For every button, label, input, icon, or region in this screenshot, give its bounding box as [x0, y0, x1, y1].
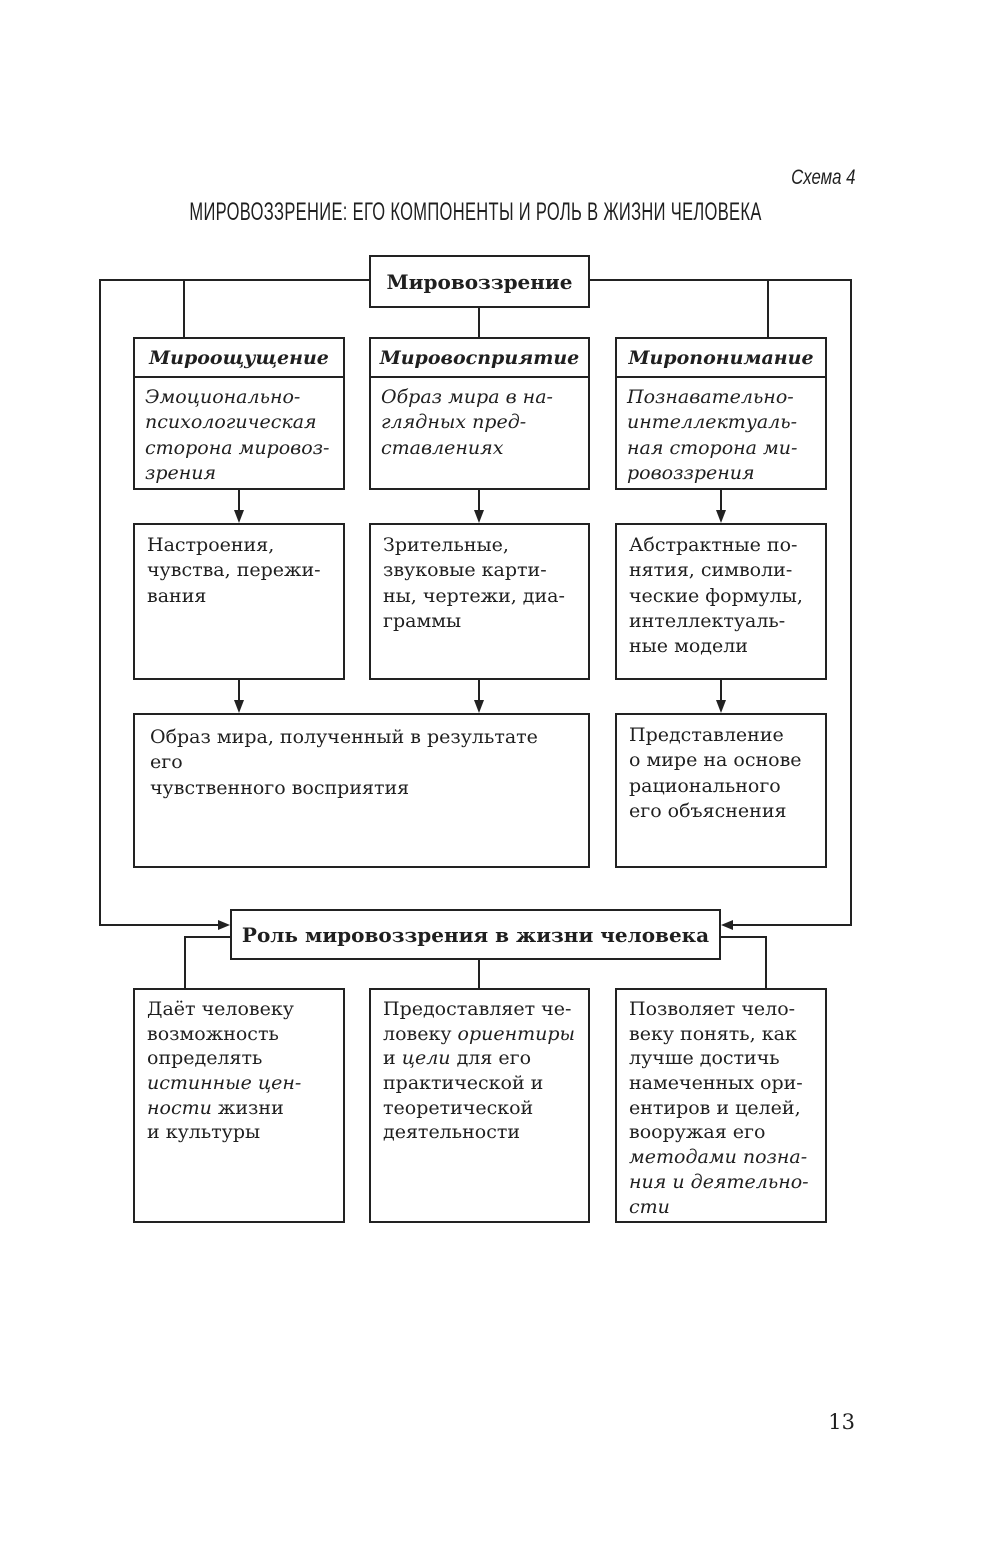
connector-rail-left: [99, 279, 101, 926]
component-essence: Эмоционально- психологическая сторона ми…: [145, 386, 330, 484]
forms-text: Настроения, чувства, пережи- вания: [147, 534, 321, 607]
forms-box-concepts: Абстрактные по- нятия, символи- ческие ф…: [615, 523, 827, 680]
arrow-stem: [238, 490, 240, 512]
connector-fn1-v: [184, 936, 186, 988]
connector-fn1-h: [184, 936, 230, 938]
arrow-stem: [238, 680, 240, 702]
arrowhead-down-icon: [716, 510, 726, 523]
outcome-text: Образ мира, полученный в результате его …: [150, 726, 538, 799]
function-box-values: Даёт человеку возможность определять ист…: [133, 988, 345, 1223]
outcome-box-rational: Представление о мире на основе рациональ…: [615, 713, 827, 868]
connector-fn3-h: [719, 936, 767, 938]
arrowhead-down-icon: [474, 510, 484, 523]
component-essence: Познавательно- интеллектуаль- ная сторон…: [627, 386, 798, 484]
outcome-box-sensory: Образ мира, полученный в результате его …: [133, 713, 590, 868]
root-box-worldview: Мировоззрение: [369, 255, 590, 308]
forms-text: Зрительные, звуковые карти- ны, чертежи,…: [383, 534, 565, 632]
connector-role-right: [733, 924, 852, 926]
arrow-stem: [720, 680, 722, 702]
connector-role-left: [99, 924, 218, 926]
page-title: МИРОВОЗЗРЕНИЕ: ЕГО КОМПОНЕНТЫ И РОЛЬ В Ж…: [0, 198, 952, 227]
arrow-stem: [478, 490, 480, 512]
component-header: Мировосприятие: [371, 339, 588, 378]
arrow-stem: [720, 490, 722, 512]
schema-number-text: Схема 4: [790, 166, 855, 189]
function-text: Позволяет чело- веку понять, как лучше д…: [629, 998, 809, 1218]
component-box-perception: Мировосприятие Образ мира в на- глядных …: [369, 337, 590, 490]
page-number: 13: [828, 1410, 855, 1434]
function-text: Даёт человеку возможность определять ист…: [147, 998, 302, 1144]
function-box-methods: Позволяет чело- веку понять, как лучше д…: [615, 988, 827, 1223]
function-box-guidelines: Предоставляет че- ловеку ориентиры и цел…: [369, 988, 590, 1223]
component-box-understanding: Миропонимание Познавательно- интеллектуа…: [615, 337, 827, 490]
role-box-label: Роль мировоззрения в жизни человека: [241, 922, 710, 947]
arrow-stem: [478, 680, 480, 702]
connector-top-right: [589, 279, 852, 281]
component-header: Мироощущение: [135, 339, 343, 378]
connector-drop-col3: [767, 279, 769, 337]
connector-fn2-v: [478, 958, 480, 988]
connector-fn3-v: [765, 936, 767, 988]
connector-top-left: [99, 279, 370, 281]
arrowhead-down-icon: [234, 510, 244, 523]
root-box-label: Мировоззрение: [386, 269, 573, 294]
outcome-text: Представление о мире на основе рациональ…: [629, 724, 802, 822]
connector-rail-right: [850, 279, 852, 926]
component-box-attitude: Мироощущение Эмоционально- психологическ…: [133, 337, 345, 490]
component-essence: Образ мира в на- глядных пред- ставления…: [381, 386, 553, 459]
connector-drop-col1: [183, 279, 185, 337]
page-title-text: МИРОВОЗЗРЕНИЕ: ЕГО КОМПОНЕНТЫ И РОЛЬ В Ж…: [189, 198, 763, 226]
schema-number-label: Схема 4: [555, 166, 855, 190]
component-header: Миропонимание: [617, 339, 825, 378]
arrowhead-down-icon: [716, 700, 726, 713]
forms-box-images: Зрительные, звуковые карти- ны, чертежи,…: [369, 523, 590, 680]
forms-text: Абстрактные по- нятия, символи- ческие ф…: [629, 534, 803, 658]
forms-box-moods: Настроения, чувства, пережи- вания: [133, 523, 345, 680]
connector-drop-col2: [478, 306, 480, 338]
role-box: Роль мировоззрения в жизни человека: [230, 909, 721, 960]
arrowhead-left-icon: [721, 920, 733, 930]
function-text: Предоставляет че- ловеку ориентиры и цел…: [383, 998, 576, 1144]
arrowhead-down-icon: [234, 700, 244, 713]
arrowhead-down-icon: [474, 700, 484, 713]
arrowhead-right-icon: [218, 920, 230, 930]
